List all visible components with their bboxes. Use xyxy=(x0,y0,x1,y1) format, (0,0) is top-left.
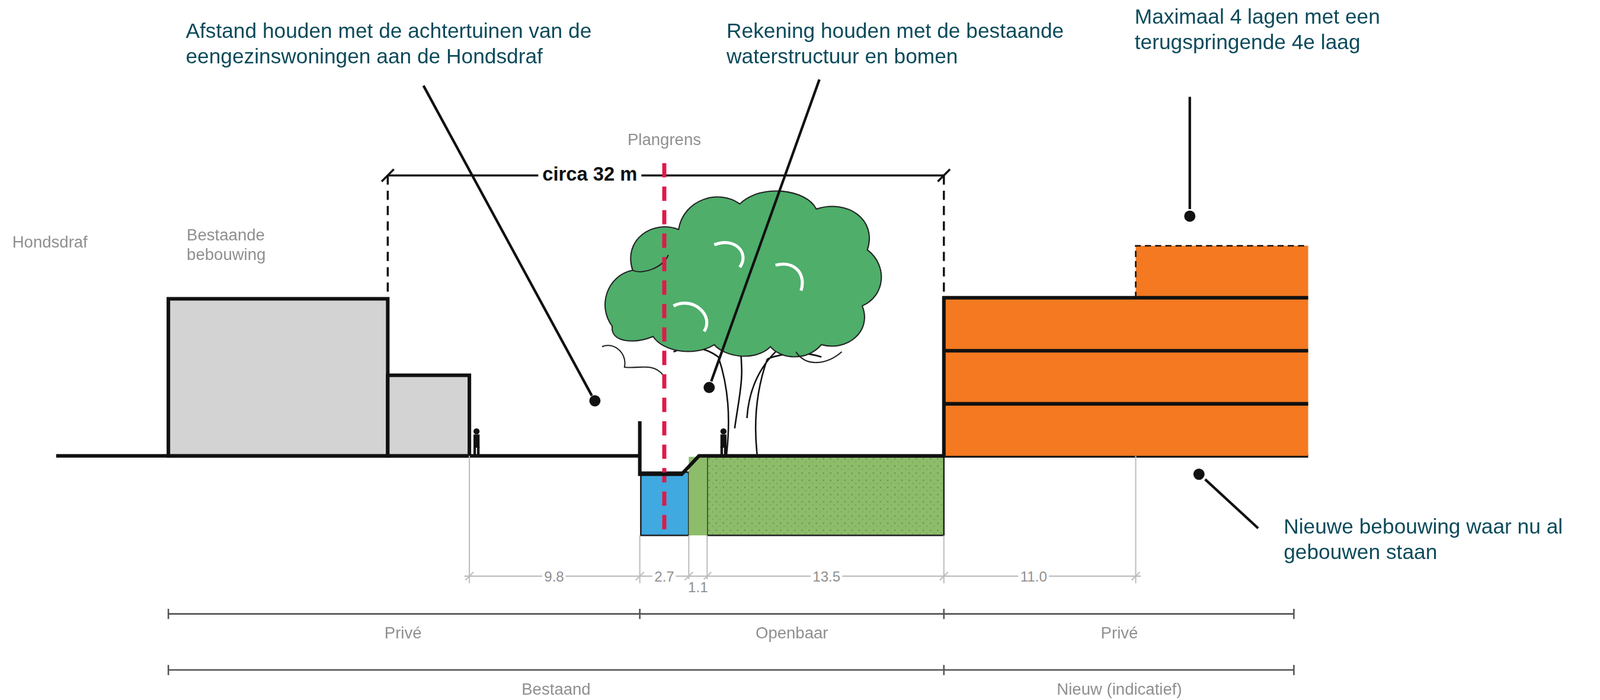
street-label: Hondsdraf xyxy=(12,232,88,253)
zone-label: Privé xyxy=(1101,623,1139,643)
dimension-value: 13.5 xyxy=(810,568,843,586)
callout-text: Nieuwe bebouwing waar nu al gebouwen sta… xyxy=(1283,514,1590,565)
dimension-value: 9.8 xyxy=(542,568,566,586)
dimension-value: 11.0 xyxy=(1018,568,1049,586)
callout-text: Rekening houden met de bestaande waterst… xyxy=(726,18,1094,69)
dimension-value: 1.1 xyxy=(686,579,710,597)
tree xyxy=(602,190,882,456)
zone-label: Openbaar xyxy=(755,623,829,643)
zone-label: Bestaand xyxy=(521,679,591,700)
callout-text: Maximaal 4 lagen met een terugspringende… xyxy=(1134,4,1431,55)
building-label: Bestaande bebouwing xyxy=(186,225,299,265)
zone-label: Privé xyxy=(384,623,422,643)
zone-label: Nieuw (indicatief) xyxy=(1056,679,1182,700)
dimension-value: 2.7 xyxy=(652,568,677,586)
plangrens-label: Plangrens xyxy=(627,129,702,150)
callout-text: Afstand houden met de achtertuinen van d… xyxy=(185,18,665,69)
dimension-label: circa 32 m xyxy=(538,163,642,187)
